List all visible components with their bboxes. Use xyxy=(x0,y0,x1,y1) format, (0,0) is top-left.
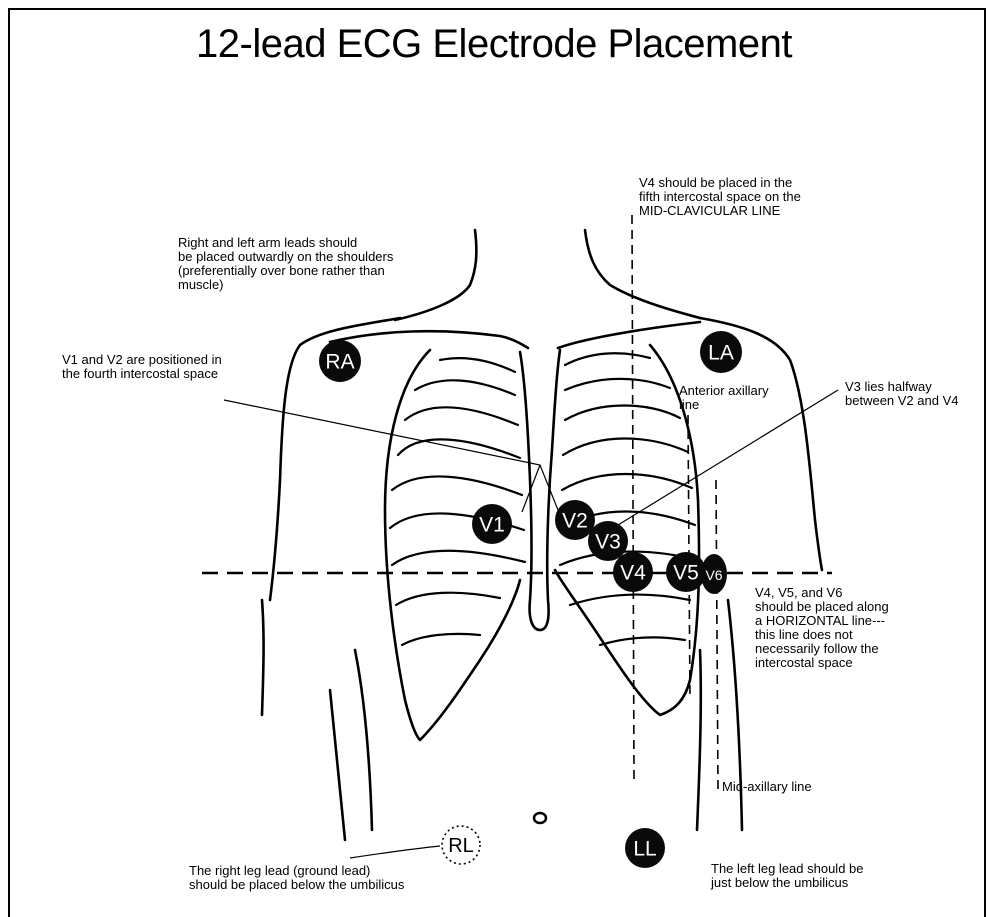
note-anterior-axillary: Anterior axillary line xyxy=(679,384,769,412)
right-rib-7 xyxy=(392,551,525,565)
left-flank xyxy=(728,600,742,830)
electrode-v1: V1 xyxy=(472,504,512,544)
right-arm-inner xyxy=(262,600,264,715)
neck-right-line xyxy=(585,230,700,318)
right-rib-2 xyxy=(415,380,515,395)
electrode-la-label: LA xyxy=(708,342,734,365)
note-right-leg: The right leg lead (ground lead) should … xyxy=(189,864,404,892)
mid-clavicular-line xyxy=(632,215,634,780)
electrode-v3-label: V3 xyxy=(595,531,621,554)
note-v4-placement: V4 should be placed in the fifth interco… xyxy=(639,176,801,218)
left-hip xyxy=(697,650,701,830)
electrode-la: LA xyxy=(700,331,742,373)
left-rib-3 xyxy=(565,406,680,421)
note-v1-v2: V1 and V2 are positioned in the fourth i… xyxy=(62,353,222,381)
electrode-ll: LL xyxy=(625,828,665,868)
note-v3: V3 lies halfway between V2 and V4 xyxy=(845,380,958,408)
right-rib-3 xyxy=(405,407,518,425)
electrode-v2: V2 xyxy=(555,500,595,540)
electrode-v3: V3 xyxy=(588,521,628,561)
electrode-v4-label: V4 xyxy=(620,562,646,585)
electrode-v5: V5 xyxy=(666,552,706,592)
right-rib-5 xyxy=(392,476,522,495)
electrode-ra: RA xyxy=(319,340,361,382)
electrode-rl-label: RL xyxy=(448,835,474,857)
note-arm-leads: Right and left arm leads should be place… xyxy=(178,236,393,292)
right-clavicle xyxy=(330,331,528,348)
electrode-rl: RL xyxy=(442,826,480,864)
left-clavicle xyxy=(558,322,700,348)
left-rib-4 xyxy=(563,439,688,456)
electrode-ra-label: RA xyxy=(325,351,354,374)
electrode-v4: V4 xyxy=(613,552,653,592)
electrode-v6-label: V6 xyxy=(705,567,722,583)
left-rib-1 xyxy=(565,353,650,365)
left-rib-2 xyxy=(565,379,670,390)
right-flank xyxy=(355,650,372,830)
umbilicus xyxy=(534,813,546,823)
right-rib-1 xyxy=(440,358,515,372)
note-mid-axillary: Mid-axillary line xyxy=(722,780,812,794)
electrode-v6: V6 xyxy=(701,554,727,594)
v1-v2-leader xyxy=(224,400,558,512)
electrode-ll-label: LL xyxy=(633,838,656,861)
electrode-v2-label: V2 xyxy=(562,510,588,533)
left-rib-8 xyxy=(570,595,690,605)
right-rib-9 xyxy=(402,634,480,645)
electrode-v1-label: V1 xyxy=(479,514,505,537)
mid-axillary-line xyxy=(716,480,718,790)
right-rib-8 xyxy=(396,593,500,605)
sternum xyxy=(520,350,560,630)
electrode-v5-label: V5 xyxy=(673,562,699,585)
rl-leader xyxy=(350,846,440,858)
right-hip xyxy=(330,690,345,840)
note-v4-v5-v6: V4, V5, and V6 should be placed along a … xyxy=(755,586,889,670)
neck-left-line xyxy=(395,230,476,320)
left-rib-5 xyxy=(562,474,692,490)
left-rib-9 xyxy=(600,637,685,645)
note-left-leg: The left leg lead should be just below t… xyxy=(711,862,864,890)
